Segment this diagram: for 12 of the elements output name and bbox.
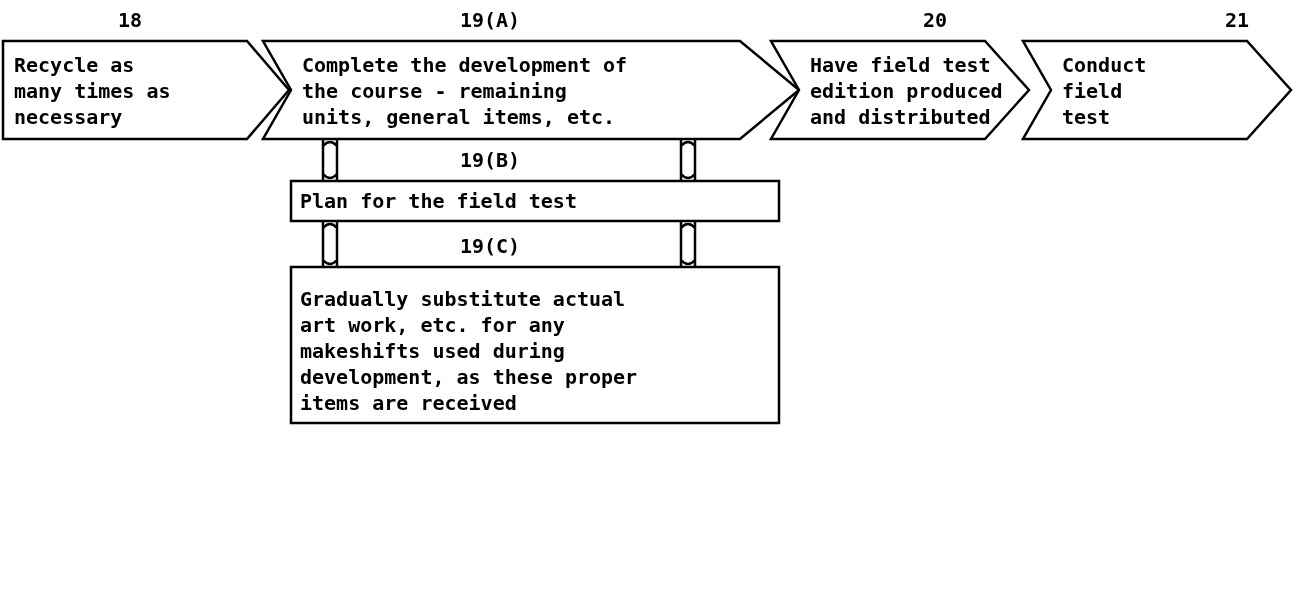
step-number: 20	[922, 8, 948, 32]
step-text: Gradually substitute actual art work, etc. for any makeshifts used during development, as these proper items are received	[300, 286, 639, 416]
step-number: 19(B)	[459, 148, 521, 172]
step-text: Recycle as many times as necessary	[14, 52, 172, 130]
step-number: 21	[1224, 8, 1250, 32]
step-text: Have field test edition produced and distributed	[810, 52, 1004, 130]
step-text: Complete the development of the course - remaining units, general items, etc.	[302, 52, 629, 130]
step-text: Conduct field test	[1062, 52, 1148, 130]
step-number: 19(C)	[459, 234, 521, 258]
step-text: Plan for the field test	[300, 188, 578, 214]
step-number: 19(A)	[459, 8, 521, 32]
step-number: 18	[117, 8, 143, 32]
